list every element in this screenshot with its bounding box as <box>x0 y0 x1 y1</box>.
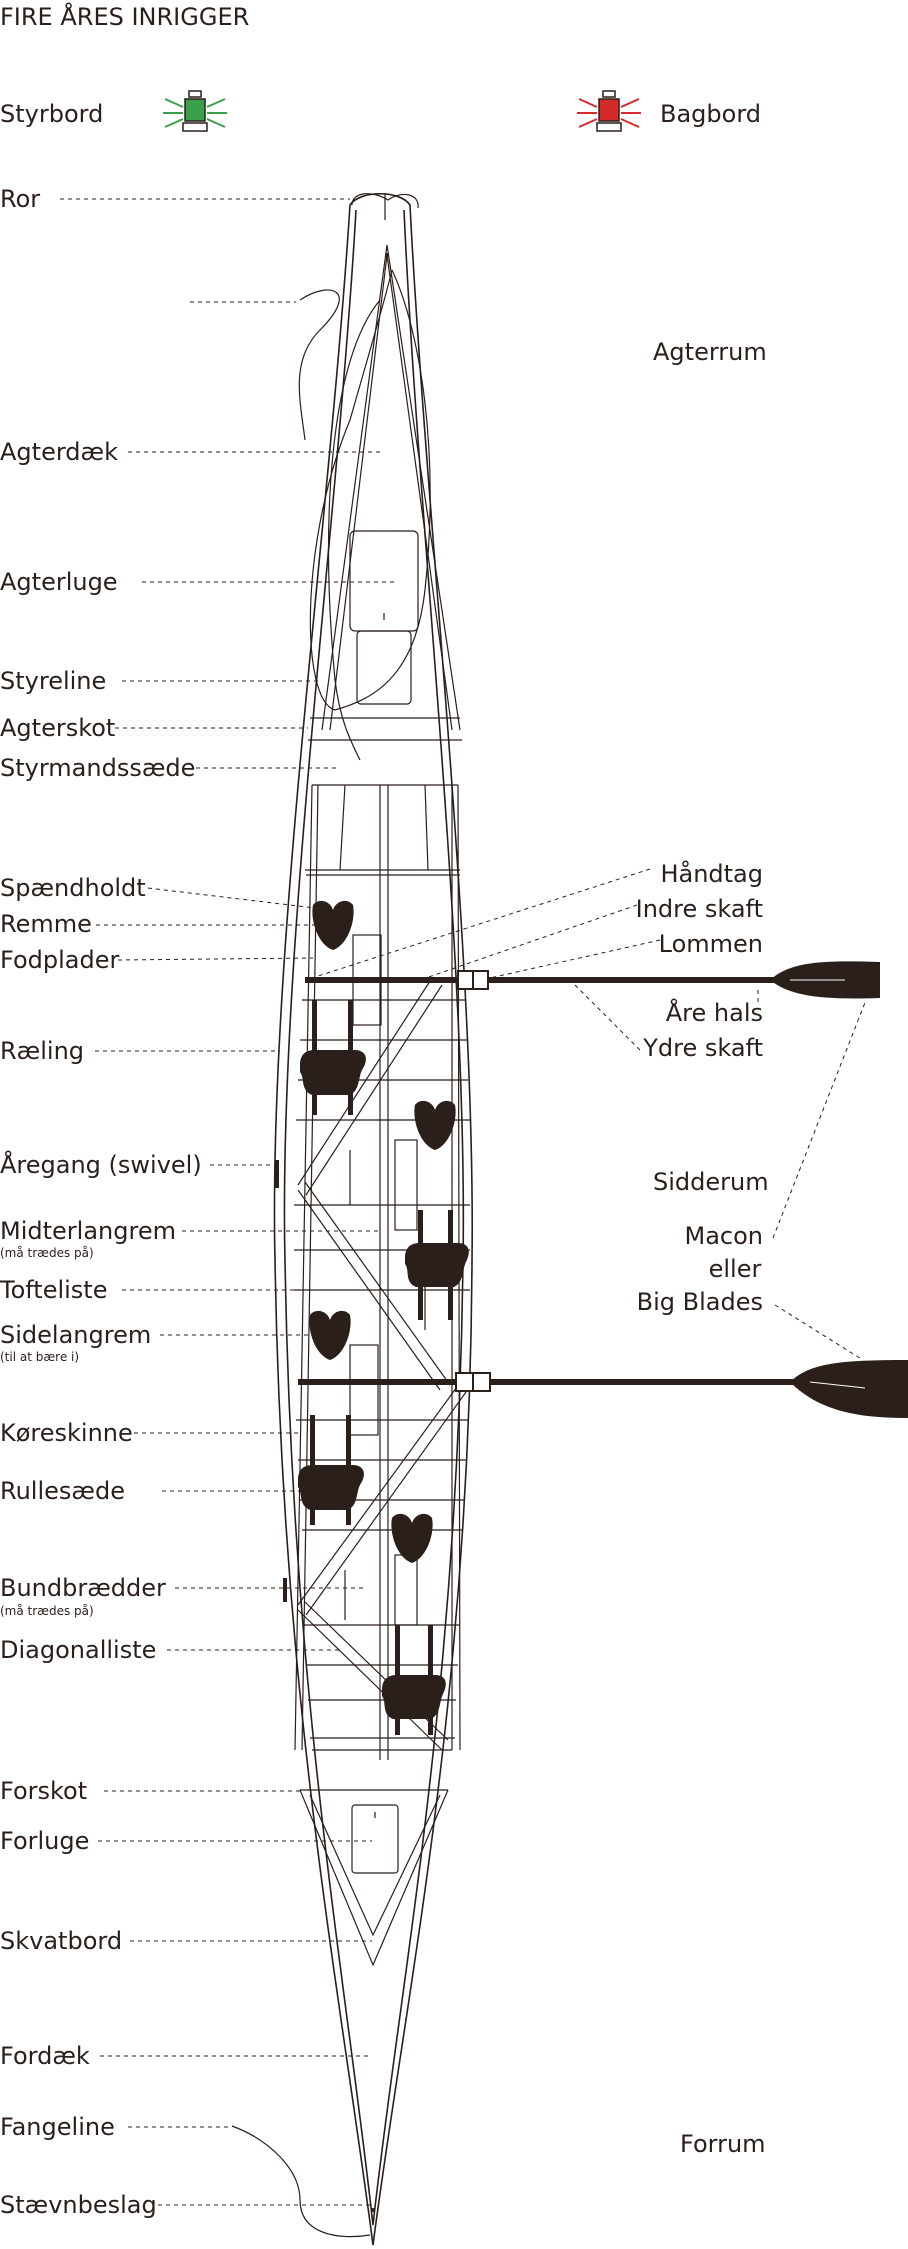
label-aregang: Åregang (swivel) <box>0 1150 202 1179</box>
label-midterlangrem: Midterlangrem <box>0 1217 176 1245</box>
zone-fore-label: Forrum <box>680 2130 766 2158</box>
label-forskot: Forskot <box>0 1777 87 1805</box>
label-skvatbord: Skvatbord <box>0 1927 122 1955</box>
label-spaendholdt: Spændholdt <box>0 874 146 902</box>
label-diagonalliste: Diagonalliste <box>0 1636 156 1664</box>
label-handtag: Håndtag <box>660 859 763 888</box>
label-bundbraedder: Bundbrædder <box>0 1574 166 1602</box>
hull <box>273 193 474 2246</box>
label-macon: Macon <box>684 1222 763 1250</box>
rowing-section <box>275 784 470 1751</box>
label-styreline: Styreline <box>0 667 106 695</box>
note-sidelangrem: (til at bære i) <box>0 1350 79 1364</box>
label-lommen: Lommen <box>659 930 763 958</box>
label-indre-skaft: Indre skaft <box>636 895 763 923</box>
label-are-hals: Åre hals <box>666 998 763 1027</box>
label-styrmandssaede: Styrmandssæde <box>0 754 195 782</box>
label-raeling: Ræling <box>0 1037 84 1065</box>
zone-mid-label: Sidderum <box>653 1168 769 1196</box>
label-big-blades: Big Blades <box>637 1288 763 1316</box>
label-eller: eller <box>709 1255 762 1283</box>
label-agterdaek: Agterdæk <box>0 438 118 466</box>
bow-section <box>231 1789 449 2238</box>
label-ydre-skaft: Ydre skaft <box>642 1034 763 1062</box>
right-labels: Håndtag Indre skaft Lommen Åre hals Ydre… <box>636 859 763 1316</box>
leader-lines-right <box>311 868 867 1361</box>
label-tofteliste: Tofteliste <box>0 1276 107 1304</box>
starboard-label: Styrbord <box>0 100 103 128</box>
green-navigation-light-icon <box>163 90 227 132</box>
left-labels: Ror Agterdæk Agterluge Styreline Agtersk… <box>0 185 202 2219</box>
label-sidelangrem: Sidelangrem <box>0 1321 151 1349</box>
oar-lower <box>298 1360 908 1418</box>
label-staevnbeslag: Stævnbeslag <box>0 2191 157 2219</box>
label-rullesaede: Rullesæde <box>0 1477 125 1505</box>
label-fodplader: Fodplader <box>0 946 119 974</box>
label-agterluge: Agterluge <box>0 568 118 596</box>
label-agterskot: Agterskot <box>0 714 115 742</box>
note-midterlangrem: (må trædes på) <box>0 1246 94 1260</box>
label-fordaek: Fordæk <box>0 2042 90 2070</box>
zone-aft-label: Agterrum <box>653 338 767 366</box>
red-navigation-light-icon <box>577 90 641 132</box>
diagram-title: FIRE ÅRES INRIGGER <box>0 2 249 31</box>
port-label: Bagbord <box>660 100 761 128</box>
label-ror: Ror <box>0 185 40 213</box>
label-remme: Remme <box>0 910 92 938</box>
note-bundbraedder: (må trædes på) <box>0 1604 94 1618</box>
label-koreskinne: Køreskinne <box>0 1419 133 1447</box>
label-fangeline: Fangeline <box>0 2113 115 2141</box>
oar-upper <box>305 961 880 999</box>
leader-lines-left <box>60 198 395 2206</box>
label-forluge: Forluge <box>0 1827 89 1855</box>
